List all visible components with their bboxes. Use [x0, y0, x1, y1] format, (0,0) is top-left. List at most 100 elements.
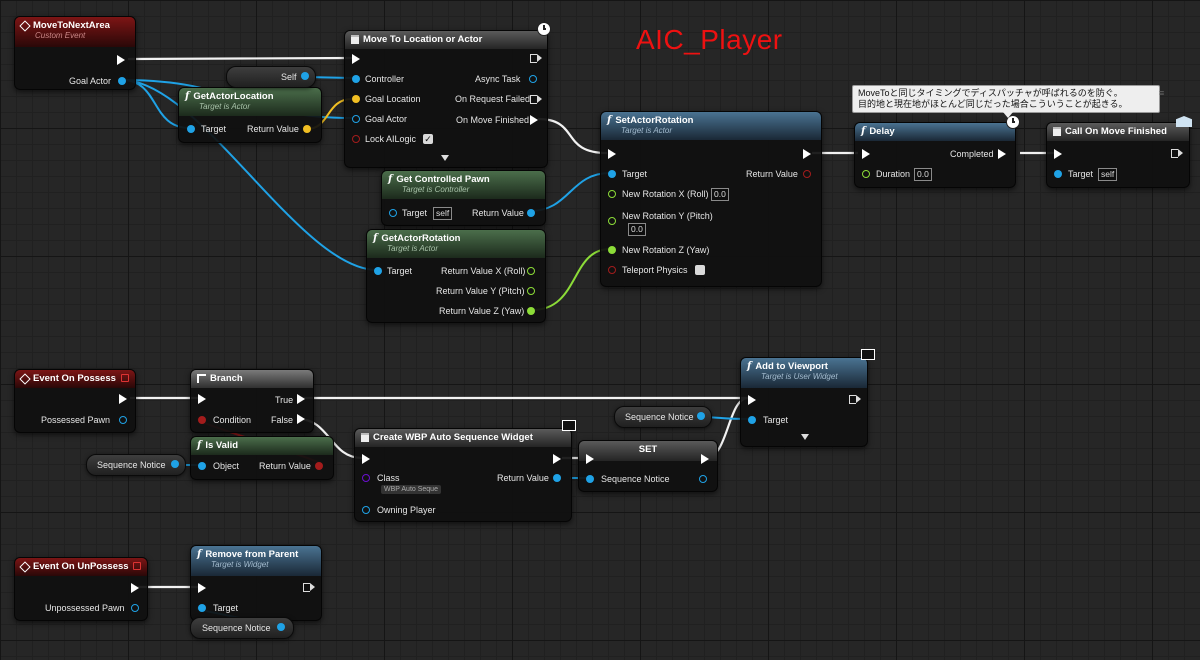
- return-value-pin[interactable]: [303, 125, 311, 133]
- exec-out-pin[interactable]: [553, 454, 561, 464]
- exec-in-pin[interactable]: [198, 583, 206, 593]
- exec-in-pin[interactable]: [352, 54, 360, 64]
- target-pin[interactable]: [187, 125, 195, 133]
- yaw-pin[interactable]: [608, 246, 616, 254]
- comment-pin-icon[interactable]: ≡: [1159, 88, 1165, 98]
- lock-ai-logic-pin[interactable]: [352, 135, 360, 143]
- sequence-notice-in-pin[interactable]: [586, 475, 594, 483]
- target-pin[interactable]: [198, 604, 206, 612]
- exec-in-pin[interactable]: [862, 149, 870, 159]
- exec-out-pin[interactable]: [1171, 148, 1183, 158]
- target-pin[interactable]: [1054, 170, 1062, 178]
- goal-actor-pin[interactable]: [118, 77, 126, 85]
- sequence-notice-pin[interactable]: [697, 412, 705, 420]
- pitch-value-box[interactable]: 0.0: [628, 223, 646, 236]
- teleport-checkbox[interactable]: [695, 265, 705, 275]
- goal-location-pin[interactable]: [352, 95, 360, 103]
- completed-pin[interactable]: [998, 149, 1006, 159]
- class-pin[interactable]: [362, 474, 370, 482]
- target-pin[interactable]: [389, 209, 397, 217]
- return-value-pin[interactable]: [315, 462, 323, 470]
- duration-value-box[interactable]: 0.0: [914, 168, 932, 181]
- exec-out-pin[interactable]: [117, 55, 125, 65]
- delegate-pin[interactable]: [133, 562, 141, 570]
- possessed-pawn-pin[interactable]: [119, 416, 127, 424]
- sequence-notice-variable[interactable]: Sequence Notice: [190, 617, 294, 639]
- roll-pin[interactable]: [608, 190, 616, 198]
- return-value-pin[interactable]: [553, 474, 561, 482]
- target-pin[interactable]: [608, 170, 616, 178]
- pitch-pin[interactable]: [608, 217, 616, 225]
- node-event-on-possess[interactable]: Event On Possess Possessed Pawn: [14, 369, 136, 433]
- exec-out-pin[interactable]: [131, 583, 139, 593]
- controller-pin[interactable]: [352, 75, 360, 83]
- duration-label: Duration: [876, 169, 911, 179]
- roll-value-box[interactable]: 0.0: [711, 188, 729, 201]
- self-variable[interactable]: Self: [226, 66, 316, 88]
- exec-in-pin[interactable]: [362, 454, 370, 464]
- duration-pin[interactable]: [862, 170, 870, 178]
- async-task-pin[interactable]: [529, 75, 537, 83]
- return-value-pin[interactable]: [803, 170, 811, 178]
- object-pin[interactable]: [198, 462, 206, 470]
- target-self-box[interactable]: self: [1098, 168, 1118, 181]
- node-event-on-unpossess[interactable]: Event On UnPossess Unpossessed Pawn: [14, 557, 148, 621]
- sequence-notice-pin[interactable]: [277, 623, 285, 631]
- teleport-pin[interactable]: [608, 266, 616, 274]
- condition-pin[interactable]: [198, 416, 206, 424]
- exec-out-pin[interactable]: [803, 149, 811, 159]
- node-create-wbp-auto-sequence-widget[interactable]: Create WBP Auto Sequence Widget Class WB…: [354, 428, 572, 522]
- node-call-on-move-finished[interactable]: Call On Move Finished Target self: [1046, 122, 1190, 188]
- node-move-to-next-area[interactable]: MoveToNextArea Custom Event Goal Actor: [14, 16, 136, 90]
- target-pin[interactable]: [374, 267, 382, 275]
- exec-in-pin[interactable]: [198, 394, 206, 404]
- return-value-pin[interactable]: [527, 209, 535, 217]
- node-title: GetActorRotation: [381, 233, 461, 244]
- on-request-failed-pin[interactable]: [530, 94, 542, 104]
- goal-actor-pin[interactable]: [352, 115, 360, 123]
- class-dropdown[interactable]: WBP Auto Seque: [381, 485, 441, 494]
- unpossessed-pawn-pin[interactable]: [131, 604, 139, 612]
- exec-in-pin[interactable]: [748, 395, 756, 405]
- exec-out-pin[interactable]: [119, 394, 127, 404]
- true-pin[interactable]: [297, 394, 305, 404]
- exec-in-pin[interactable]: [1054, 149, 1062, 159]
- sequence-notice-pin[interactable]: [171, 460, 179, 468]
- lock-ai-logic-checkbox[interactable]: ✓: [423, 134, 433, 144]
- expand-arrow-icon[interactable]: [441, 155, 449, 161]
- on-move-finished-pin[interactable]: [530, 115, 538, 125]
- exec-out-pin[interactable]: [701, 454, 709, 464]
- node-branch[interactable]: Branch True Condition False: [190, 369, 314, 433]
- node-subtitle: Target is Actor: [621, 126, 672, 135]
- exec-in-pin[interactable]: [608, 149, 616, 159]
- expand-arrow-icon[interactable]: [801, 434, 809, 440]
- false-pin[interactable]: [297, 414, 305, 424]
- node-set-sequence-notice[interactable]: SET Sequence Notice: [578, 440, 718, 492]
- delegate-pin[interactable]: [121, 374, 129, 382]
- target-label: Target: [387, 266, 413, 276]
- exec-out-pin[interactable]: [303, 582, 315, 592]
- sequence-notice-variable[interactable]: Sequence Notice: [614, 406, 712, 428]
- target-self-box[interactable]: self: [433, 207, 453, 220]
- sequence-notice-out-pin[interactable]: [699, 475, 707, 483]
- exec-out-pin[interactable]: [530, 53, 542, 63]
- return-z-pin[interactable]: [527, 307, 535, 315]
- return-y-pin[interactable]: [527, 287, 535, 295]
- owning-player-pin[interactable]: [362, 506, 370, 514]
- sequence-notice-variable[interactable]: Sequence Notice: [86, 454, 186, 476]
- exec-out-pin[interactable]: [849, 394, 861, 404]
- exec-in-pin[interactable]: [586, 454, 594, 464]
- node-move-to-location-or-actor[interactable]: Move To Location or Actor Controller Asy…: [344, 30, 548, 168]
- target-pin[interactable]: [748, 416, 756, 424]
- completed-label: Completed: [950, 149, 994, 159]
- return-x-pin[interactable]: [527, 267, 535, 275]
- self-pin[interactable]: [301, 72, 309, 80]
